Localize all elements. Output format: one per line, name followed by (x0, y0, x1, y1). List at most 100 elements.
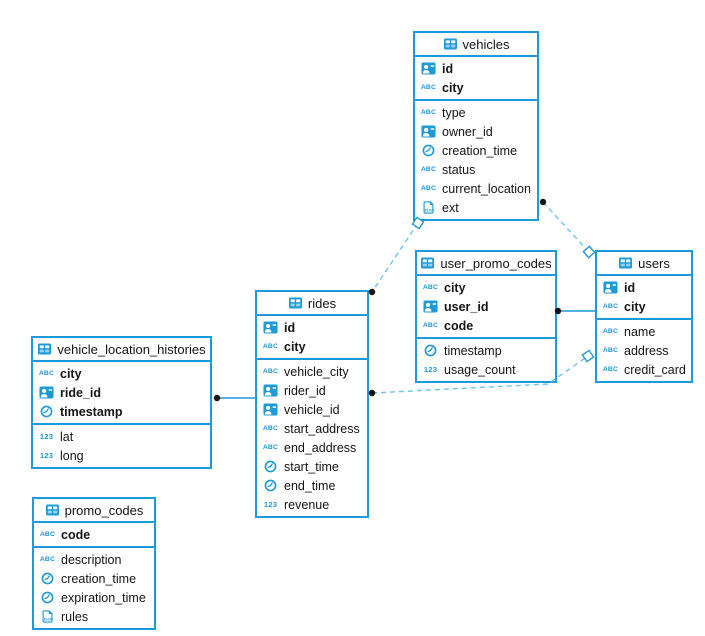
table-title: users (638, 255, 670, 271)
field-row[interactable]: ABC code (417, 316, 555, 335)
field-row[interactable]: 123 lat (33, 427, 210, 446)
table-user-promo-codes[interactable]: user_promo_codes ABC city user_id ABC co… (415, 250, 557, 383)
field-row[interactable]: owner_id (415, 122, 537, 141)
field-row[interactable]: ABC vehicle_city (257, 362, 367, 381)
number-type-icon: 123 (39, 451, 54, 460)
field-row[interactable]: 123 revenue (257, 495, 367, 514)
table-icon (443, 38, 458, 50)
field-row[interactable]: ABC code (34, 525, 154, 544)
field-row[interactable]: creation_time (415, 141, 537, 160)
field-row[interactable]: ABC type (415, 103, 537, 122)
field-row[interactable]: ABC address (597, 341, 691, 360)
text-type-icon: ABC (39, 531, 56, 538)
table-promo-codes[interactable]: promo_codes ABC code ABC description cre… (32, 497, 156, 630)
json-icon (420, 201, 437, 214)
field-row[interactable]: id (415, 59, 537, 78)
field-name: name (624, 324, 656, 339)
field-row[interactable]: ABC city (415, 78, 537, 97)
field-row[interactable]: creation_time (34, 569, 154, 588)
key-fields-section: ABC code (34, 523, 154, 548)
id-icon (420, 125, 437, 138)
field-row[interactable]: rider_id (257, 381, 367, 400)
field-name: start_address (284, 421, 360, 436)
text-type-icon: ABC (422, 322, 439, 329)
field-name: rules (61, 609, 89, 624)
table-title: vehicle_location_histories (57, 341, 206, 357)
text-type-icon: ABC (39, 556, 56, 563)
field-row[interactable]: ABC start_address (257, 419, 367, 438)
table-header[interactable]: users (597, 252, 691, 276)
field-name: address (624, 343, 669, 358)
fields-section: ABC name ABC address ABC credit_card (597, 320, 691, 381)
field-row[interactable]: rules (34, 607, 154, 626)
field-row[interactable]: 123 usage_count (417, 360, 555, 379)
table-vehicle-location-histories[interactable]: vehicle_location_histories ABC city ride… (31, 336, 212, 469)
id-icon (422, 300, 439, 313)
relationship-user-promo-codes-users[interactable] (554, 307, 596, 315)
field-name: end_address (284, 440, 357, 455)
field-row[interactable]: ABC name (597, 322, 691, 341)
fields-section: timestamp 123 usage_count (417, 339, 555, 381)
field-row[interactable]: ABC end_address (257, 438, 367, 457)
key-fields-section: id ABC city (597, 276, 691, 320)
field-name: ext (442, 200, 459, 215)
table-header[interactable]: vehicle_location_histories (33, 338, 210, 362)
table-icon (37, 343, 52, 355)
table-title: promo_codes (64, 502, 144, 518)
field-row[interactable]: id (257, 318, 367, 337)
field-row[interactable]: ABC city (597, 297, 691, 316)
relationship-vehicle-location-histories-rides[interactable] (213, 394, 256, 402)
field-row[interactable]: ext (415, 198, 537, 217)
field-row[interactable]: timestamp (417, 341, 555, 360)
field-name: rider_id (284, 383, 326, 398)
field-name: end_time (284, 478, 336, 493)
field-row[interactable]: user_id (417, 297, 555, 316)
field-name: creation_time (442, 143, 518, 158)
key-fields-section: ABC city user_id ABC code (417, 276, 555, 339)
field-name: code (61, 527, 91, 542)
field-name: city (284, 339, 306, 354)
field-row[interactable]: ABC description (34, 550, 154, 569)
text-type-icon: ABC (602, 303, 619, 310)
text-type-icon: ABC (602, 328, 619, 335)
table-header[interactable]: user_promo_codes (417, 252, 555, 276)
table-header[interactable]: vehicles (415, 33, 537, 57)
field-row[interactable]: ABC credit_card (597, 360, 691, 379)
field-name: id (624, 280, 636, 295)
id-icon (262, 321, 279, 334)
field-row[interactable]: end_time (257, 476, 367, 495)
table-users[interactable]: users id ABC city ABC name ABC address A… (595, 250, 693, 383)
table-header[interactable]: promo_codes (34, 499, 154, 523)
field-row[interactable]: ride_id (33, 383, 210, 402)
field-name: current_location (442, 181, 531, 196)
number-type-icon: 123 (263, 500, 278, 509)
table-vehicles[interactable]: vehicles id ABC city ABC type owner_id (413, 31, 539, 221)
field-row[interactable]: ABC city (257, 337, 367, 356)
field-row[interactable]: timestamp (33, 402, 210, 421)
relationship-vehicles-users[interactable] (539, 198, 596, 259)
table-header[interactable]: rides (257, 292, 367, 316)
text-type-icon: ABC (422, 284, 439, 291)
field-name: city (444, 280, 466, 295)
field-row[interactable]: vehicle_id (257, 400, 367, 419)
table-rides[interactable]: rides id ABC city ABC vehicle_city rider… (255, 290, 369, 518)
field-name: expiration_time (61, 590, 146, 605)
field-row[interactable]: ABC status (415, 160, 537, 179)
clock-icon (420, 144, 437, 157)
clock-icon (262, 479, 279, 492)
number-type-icon: 123 (423, 365, 438, 374)
field-row[interactable]: ABC city (33, 364, 210, 383)
field-row[interactable]: expiration_time (34, 588, 154, 607)
field-row[interactable]: id (597, 278, 691, 297)
field-name: timestamp (444, 343, 502, 358)
clock-icon (39, 572, 56, 585)
field-row[interactable]: ABC current_location (415, 179, 537, 198)
text-type-icon: ABC (262, 444, 279, 451)
clock-icon (39, 591, 56, 604)
field-row[interactable]: ABC city (417, 278, 555, 297)
field-name: timestamp (60, 404, 123, 419)
field-row[interactable]: start_time (257, 457, 367, 476)
field-row[interactable]: 123 long (33, 446, 210, 465)
field-name: revenue (284, 497, 330, 512)
clock-icon (422, 344, 439, 357)
